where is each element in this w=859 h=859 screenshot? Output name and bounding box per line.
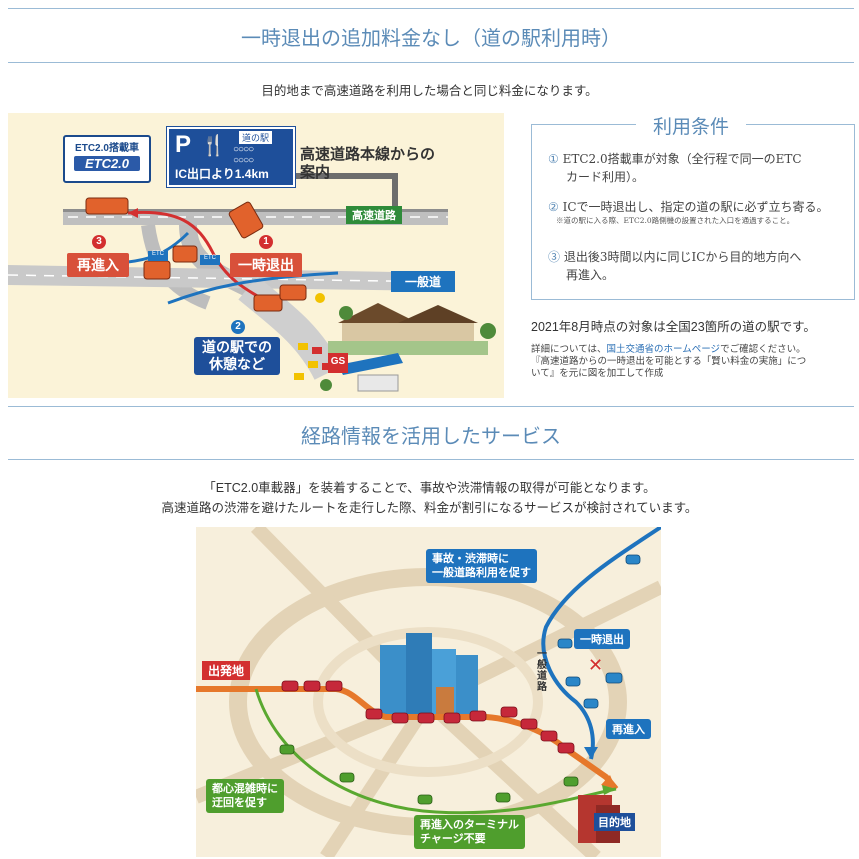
condition-text: ETC2.0搭載車が対象（全行程で同一のETC [562,152,802,166]
blocked-x-icon: ✕ [588,655,604,675]
car-label: ETC2.0搭載車 [75,143,139,154]
step2-label-line1: 道の駅での [202,339,272,355]
accident-line2: 一般道路利用を促す [432,567,531,579]
car-label-box: ETC2.0搭載車 ETC2.0 [63,135,151,183]
destination-label: 目的地 [594,813,635,831]
section2-title: 経路情報を活用したサービス [301,424,561,448]
reentry-label: 再進入 [606,719,651,739]
condition-item-2: ② ICで一時退出し、指定の道の駅に必ず立ち寄る。 ※道の駅に入る際、ETC2.… [548,198,848,226]
station-dots-icon: ○○○○○○○○ [233,144,254,166]
gs-label: GS [330,356,346,367]
condition-item-1: ① ETC2.0搭載車が対象（全行程で同一のETC カード利用）。 [548,150,848,186]
exit-label: 一時退出 [574,629,630,649]
sign-station-label: 道の駅 [239,131,273,144]
step2-label: 道の駅での 休憩など [194,337,280,375]
conditions-title: 利用条件 [636,112,746,139]
accident-callout: 事故・渋滞時に 一般道路利用を促す [426,549,537,583]
general-road-tag: 一般道 [391,271,456,292]
section1-title-rule-top [8,8,854,9]
etc20-logo: ETC2.0 [74,156,140,171]
detour-line2: 迂回を促す [212,797,267,809]
fork-knife-icon: 🍴 [201,135,226,157]
terminal-callout: 再進入のターミナル チャージ不要 [414,815,525,849]
details-prefix: 詳細については、 [531,344,607,355]
condition-num: ③ [548,250,561,264]
accident-line1: 事故・渋滞時に [432,553,509,565]
gate-label-2: ETC [204,255,216,261]
section2-title-rule-bottom [8,459,854,460]
route-service-map: 出発地 事故・渋滞時に 一般道路利用を促す 一時退出 ✕ 一般道路 再進入 都心… [196,527,661,857]
section2-lead-2: 高速道路の渋滞を避けたルートを走行した際、料金が割引になるサービスが検討されてい… [161,501,698,515]
section1-title: 一時退出の追加料金なし（道の駅利用時） [241,26,621,50]
sign-parking-icon: P [175,131,192,158]
condition-text: 退出後3時間以内に同じICから目的地方向へ [563,250,802,264]
step3-label: 再進入 [67,253,129,277]
condition-text-cont: カード利用）。 [566,170,645,184]
detour-line1: 都心混雑時に [212,783,278,795]
sign-caption-2: 案内 [300,164,331,181]
details-note: 詳細については、国土交通省のホームページでご確認ください。 『高速道路からの一時… [531,344,849,380]
condition-text: ICで一時退出し、指定の道の駅に必ず立ち寄る。 [562,200,829,214]
sign-distance: IC出口より1.4km [175,167,269,181]
detour-callout: 都心混雑時に 迂回を促す [206,779,284,813]
step2-badge: 2 [231,320,245,334]
step3-badge: 3 [92,235,106,249]
gate-label-1: ETC [152,251,164,257]
details-suffix: でご確認ください。 [720,344,806,355]
step1-badge: 1 [259,235,273,249]
step1-label: 一時退出 [230,253,302,277]
section1-title-rule-bottom [8,62,854,63]
details-line3: いて』を元に図を加工して作成 [531,368,664,379]
general-road-label: 一般道路 [537,649,547,693]
condition-note: ※道の駅に入る際、ETC2.0路側機の設置された入口を通過すること。 [556,216,795,225]
section2-title-rule-top [8,406,854,407]
section2-lead-1: 「ETC2.0車載器」を装着することで、事故や渋滞情報の取得が可能となります。 [203,481,656,495]
sign-board: P 🍴 道の駅 ○○○○○○○○ IC出口より1.4km [167,127,295,187]
condition-num: ② [548,200,559,214]
step2-label-line2: 休憩など [209,356,265,372]
roadside-station-diagram: ETC2.0搭載車 ETC2.0 P 🍴 道の駅 ○○○○○○○○ IC出口より… [8,113,504,398]
terminal-line2: チャージ不要 [420,833,486,845]
target-stations-note: 2021年8月時点の対象は全国23箇所の道の駅です。 [531,320,816,334]
start-label: 出発地 [202,661,251,680]
mlit-homepage-link[interactable]: 国土交通省のホームページ [606,344,721,355]
condition-text-cont: 再進入。 [566,268,615,282]
terminal-line1: 再進入のターミナル [420,819,519,831]
section1-lead: 目的地まで高速道路を利用した場合と同じ料金になります。 [261,84,598,98]
expressway-tag: 高速道路 [346,206,402,224]
condition-num: ① [548,152,559,166]
sign-caption-1: 高速道路本線からの [300,146,436,163]
details-line2: 『高速道路からの一時退出を可能とする「賢い料金の実施」につ [531,356,807,367]
condition-item-3: ③ 退出後3時間以内に同じICから目的地方向へ 再進入。 [548,248,848,284]
